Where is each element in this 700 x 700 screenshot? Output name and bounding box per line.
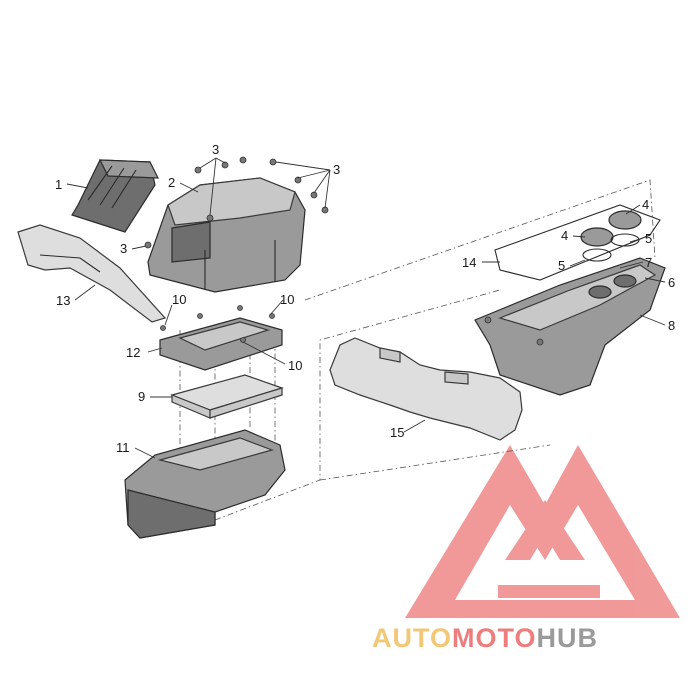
callout-10a: 10: [172, 292, 186, 307]
part-8-airbox-base: [474, 257, 666, 396]
part-1-intake-duct: [71, 159, 159, 233]
callout-2: 2: [168, 175, 175, 190]
watermark-moto: MOTO: [452, 623, 537, 653]
part-11-airbox-lower: [124, 429, 286, 539]
part-14-gasket: [494, 204, 661, 281]
part-9-air-filter: [170, 374, 284, 419]
callout-3b: 3: [333, 162, 340, 177]
callout-12: 12: [126, 345, 140, 360]
callout-8: 8: [668, 318, 675, 333]
svg-text:AUTOMOTOHUB: AUTOMOTOHUB: [372, 623, 598, 653]
callout-3a: 3: [212, 142, 219, 157]
part-15-cover-panel: [329, 337, 523, 441]
callout-4b: 4: [561, 228, 568, 243]
callout-7: 7: [645, 255, 652, 270]
callout-5b: 5: [558, 258, 565, 273]
callout-9: 9: [138, 389, 145, 404]
leader-lines: [66, 157, 666, 459]
callout-10b: 10: [280, 292, 294, 307]
callout-10c: 10: [288, 358, 302, 373]
watermark-auto: AUTO: [372, 623, 452, 653]
callout-15: 15: [390, 425, 404, 440]
watermark-text: AUTOMOTOHUB: [372, 623, 598, 653]
parts-4-5-intake-boots: [580, 210, 642, 262]
watermark-logo: [405, 445, 680, 618]
callout-6: 6: [668, 275, 675, 290]
callout-14: 14: [462, 255, 476, 270]
part-13-side-shield: [17, 224, 167, 323]
watermark-hub: HUB: [537, 623, 599, 653]
callout-13: 13: [56, 293, 70, 308]
callout-1: 1: [55, 177, 62, 192]
callout-3c: 3: [120, 241, 127, 256]
callout-5a: 5: [645, 231, 652, 246]
part-2-airbox-cover: [147, 177, 306, 293]
callouts: 1 2 3 3 3 4 4 5 5 6 7 8 9 10 10 10 11 12…: [55, 142, 675, 455]
screws-3: [144, 156, 329, 249]
part-12-filter-frame: [159, 305, 283, 371]
callout-11: 11: [116, 440, 130, 455]
callout-4a: 4: [642, 197, 649, 212]
